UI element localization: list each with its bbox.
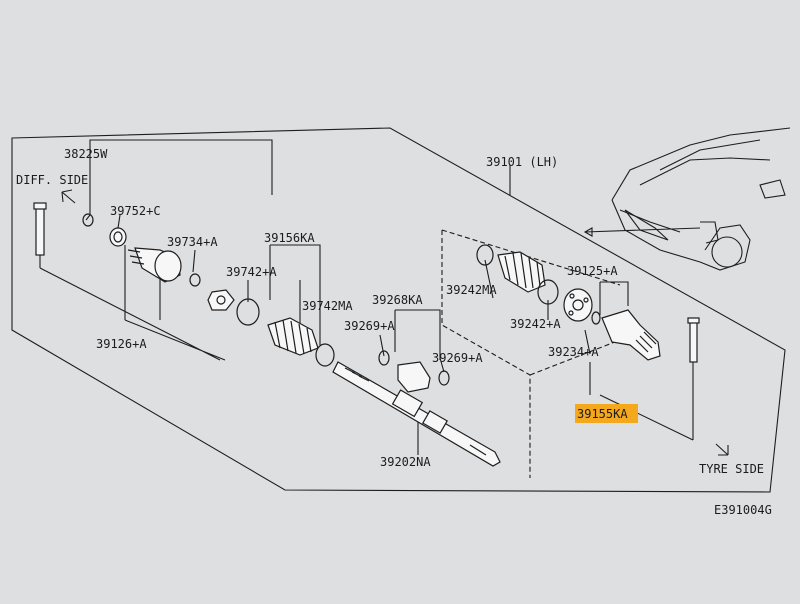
label-39269a-bottom[interactable]: 39269+A: [432, 351, 483, 365]
part-stud-left: [33, 202, 47, 256]
part-boot-39242ma: [497, 251, 546, 293]
part-cage-39125a: [563, 288, 593, 322]
label-39742a[interactable]: 39742+A: [226, 265, 277, 279]
label-39242ma[interactable]: 39242MA: [446, 283, 497, 297]
label-tyre-side: TYRE SIDE: [699, 462, 764, 476]
part-ring-39234a: [591, 311, 601, 325]
part-stud-right: [687, 317, 700, 363]
label-39269a-top[interactable]: 39269+A: [344, 319, 395, 333]
selected-part-highlight: [575, 404, 638, 423]
label-39742ma-left[interactable]: 39742MA: [302, 299, 353, 313]
label-diff-side: DIFF. SIDE: [16, 173, 88, 187]
label-39202na[interactable]: 39202NA: [380, 455, 431, 469]
part-damper-39268ka: [397, 361, 431, 393]
label-39101-lh[interactable]: 39101 (LH): [486, 155, 558, 169]
diagram-code: E391004G: [714, 503, 772, 517]
label-39125a[interactable]: 39125+A: [567, 264, 618, 278]
part-band-39242ma: [476, 244, 494, 266]
assembly-outline: [11, 127, 786, 493]
label-39156ka[interactable]: 39156KA: [264, 231, 315, 245]
label-39155ka[interactable]: 39155KA: [577, 407, 628, 421]
label-39752c[interactable]: 39752+C: [110, 204, 161, 218]
part-snap-ring-39734: [189, 273, 201, 287]
part-band-39742-right: [315, 343, 335, 367]
part-shaft-39202na: [332, 361, 501, 467]
tyre-side-bracket: [599, 394, 694, 441]
label-39734a[interactable]: 39734+A: [167, 235, 218, 249]
boot-kit-box: [441, 229, 621, 478]
label-39126a[interactable]: 39126+A: [96, 337, 147, 351]
part-band-39269-bottom: [438, 370, 450, 386]
part-seal-39752: [109, 227, 127, 247]
part-spider-39734: [207, 289, 235, 311]
part-inner-joint-39126: [127, 247, 182, 283]
label-39268ka[interactable]: 39268KA: [372, 293, 423, 307]
leader-lines: [39, 214, 694, 455]
part-band-39242a: [537, 279, 559, 305]
label-39234a[interactable]: 39234+A: [548, 345, 599, 359]
label-38225w[interactable]: 38225W: [64, 147, 108, 161]
label-39242a[interactable]: 39242+A: [510, 317, 561, 331]
part-band-39269-top: [378, 350, 390, 366]
part-boot-39742ma: [267, 317, 319, 356]
car-sketch: [583, 127, 791, 271]
part-band-39742-left: [236, 298, 260, 326]
part-outer-joint-39155ka: [601, 309, 661, 361]
part-circlip-38225w: [82, 213, 94, 227]
tyre-side-arrow: [715, 443, 729, 456]
bracket-38225w: [89, 139, 273, 215]
diff-side-arrow: [61, 189, 76, 204]
